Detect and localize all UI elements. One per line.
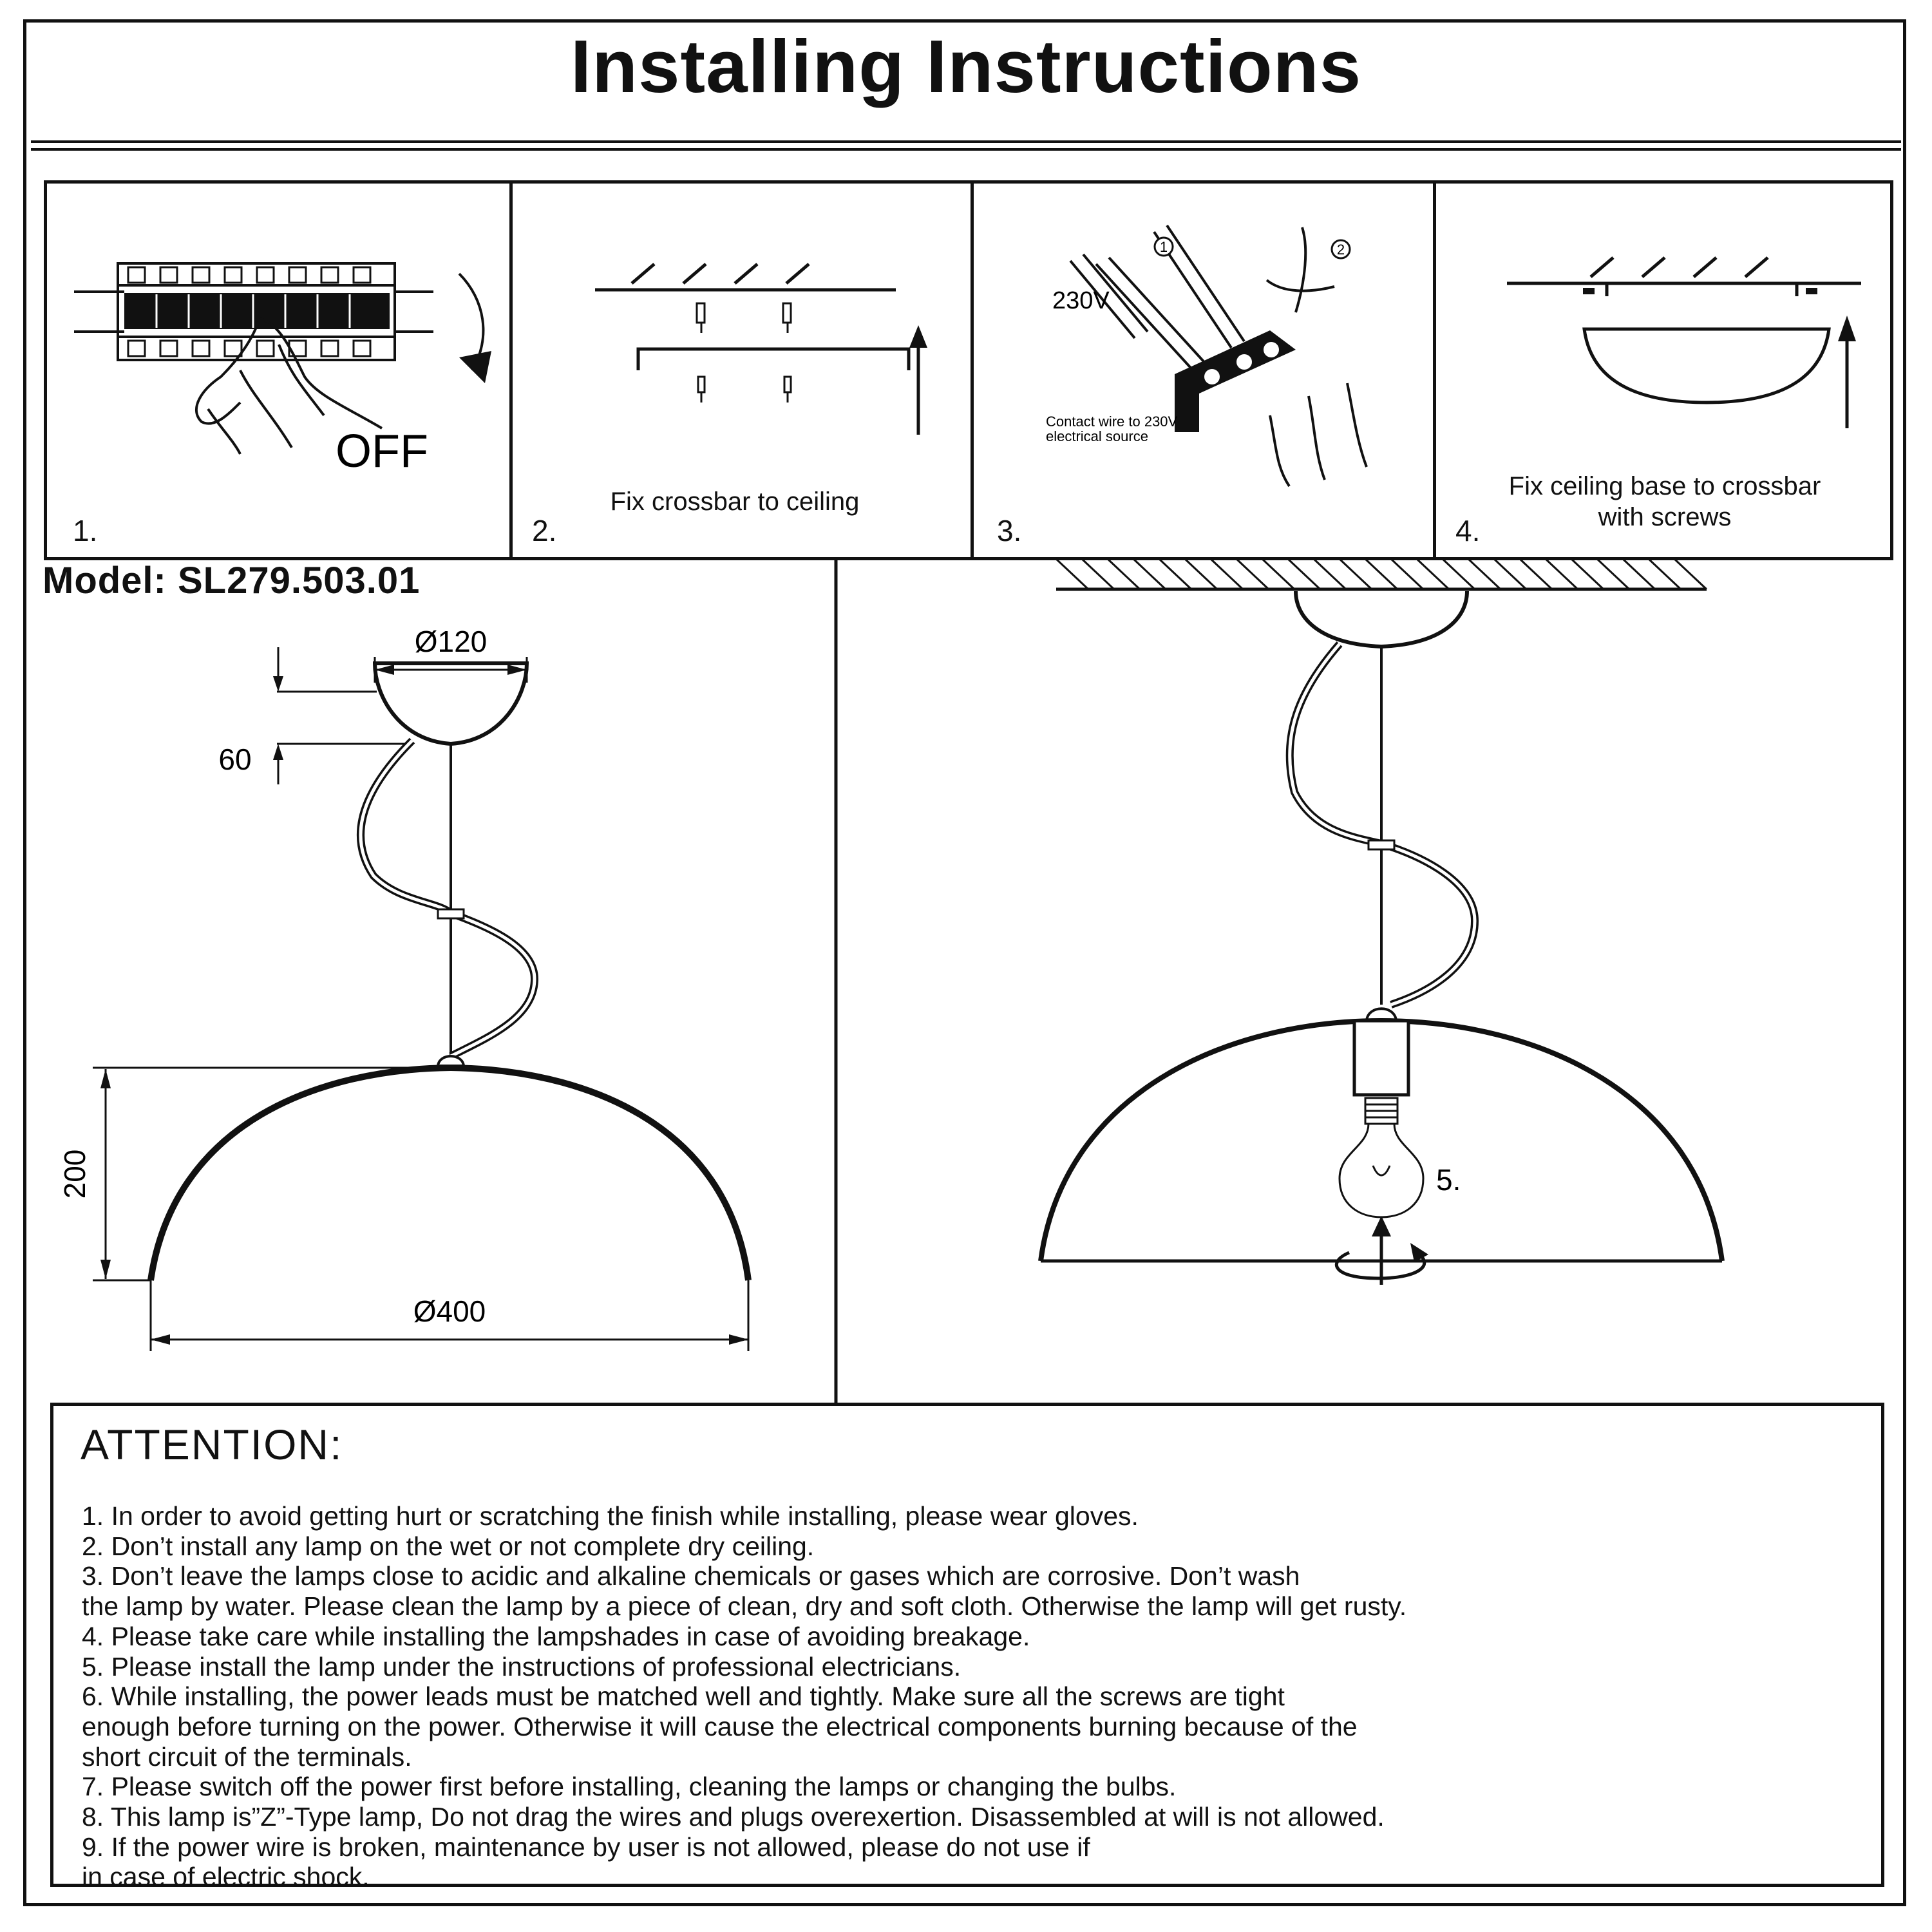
wiring-note-line2: electrical source xyxy=(1046,428,1148,444)
attention-line: 3. Don’t leave the lamps close to acidic… xyxy=(82,1561,1300,1591)
breaker-panel-illustration: OFF xyxy=(74,262,491,477)
drawings-area: Ø120 60 200 Ø400 xyxy=(58,558,1725,1403)
attention-line: enough before turning on the power. Othe… xyxy=(82,1711,1358,1741)
step-4-caption-line2: with screws xyxy=(1598,503,1732,531)
step-2-number: 2. xyxy=(532,514,557,547)
step-4-number: 4. xyxy=(1455,514,1481,547)
step-4-caption: Fix ceiling base to crossbar with screws xyxy=(1443,471,1887,533)
bulb-icon xyxy=(1338,1097,1425,1218)
ceiling-base-illustration xyxy=(1507,256,1861,428)
attention-line: 6. While installing, the power leads mus… xyxy=(82,1681,1285,1712)
canopy-outline xyxy=(372,661,529,746)
step-3-marker-1: 1 xyxy=(1160,239,1168,255)
attention-line: short circuit of the terminals. xyxy=(82,1741,412,1772)
title-rule-top xyxy=(31,140,1901,143)
wiring-note-line1: Contact wire to 230V xyxy=(1046,413,1178,430)
assembly-drawing xyxy=(1038,558,1725,1285)
title-rule-bottom xyxy=(31,148,1901,151)
step-4-caption-line1: Fix ceiling base to crossbar xyxy=(1508,472,1821,500)
attention-line: the lamp by water. Please clean the lamp… xyxy=(82,1591,1407,1622)
page-frame xyxy=(23,19,1906,1906)
attention-heading: ATTENTION: xyxy=(80,1421,343,1468)
attention-box: ATTENTION: 1. In order to avoid getting … xyxy=(50,1403,1884,1891)
attention-line: 8. This lamp is”Z”-Type lamp, Do not dra… xyxy=(82,1802,1385,1832)
dimension-drawing xyxy=(93,647,752,1351)
attention-line: 4. Please take care while installing the… xyxy=(82,1621,1030,1651)
shade-height-label: 200 xyxy=(58,1150,91,1199)
step-3-marker-2: 2 xyxy=(1337,242,1345,258)
step-2-caption: Fix crossbar to ceiling xyxy=(610,488,860,516)
step-4-panel: Fix ceiling base to crossbar with screws… xyxy=(1433,184,1890,557)
shade-outline xyxy=(147,1064,752,1281)
step-3-panel: 230V 1 2 Contact wire to 230V electrical… xyxy=(971,184,1433,557)
rotate-arrow-icon xyxy=(1335,1251,1426,1280)
canopy-height-label: 60 xyxy=(218,743,251,776)
voltage-label: 230V xyxy=(1052,287,1110,314)
model-number: Model: SL279.503.01 xyxy=(43,560,421,601)
step-1-panel: OFF 1. xyxy=(47,184,509,557)
attention-line: 9. If the power wire is broken, maintena… xyxy=(82,1832,1090,1862)
canopy-diameter-label: Ø120 xyxy=(415,625,488,658)
attention-line: 7. Please switch off the power first bef… xyxy=(82,1772,1177,1802)
page-title: Installing Instructions xyxy=(570,24,1362,108)
off-label: OFF xyxy=(336,426,428,477)
bulb-step-number: 5. xyxy=(1436,1163,1461,1197)
step-2-panel: Fix crossbar to ceiling 2. xyxy=(509,184,971,557)
attention-line: in case of electric shock. xyxy=(82,1862,370,1892)
attention-line: 5. Please install the lamp under the ins… xyxy=(82,1651,961,1681)
lamp-socket xyxy=(1352,1019,1410,1097)
attention-line: 2. Don’t install any lamp on the wet or … xyxy=(82,1531,815,1561)
attention-list: 1. In order to avoid getting hurt or scr… xyxy=(82,1501,1872,1892)
wiring-illustration: 230V 1 2 Contact wire to 230V electrical… xyxy=(1046,224,1368,488)
step-1-number: 1. xyxy=(73,514,98,547)
attention-line: 1. In order to avoid getting hurt or scr… xyxy=(82,1501,1139,1531)
crossbar-illustration xyxy=(595,263,927,435)
shade-diameter-label: Ø400 xyxy=(413,1294,486,1328)
step-3-number: 3. xyxy=(997,514,1022,547)
step-grid: OFF 1. Fix crossbar to ceiling 2. xyxy=(44,180,1893,560)
dimension-arrows xyxy=(100,665,748,1345)
